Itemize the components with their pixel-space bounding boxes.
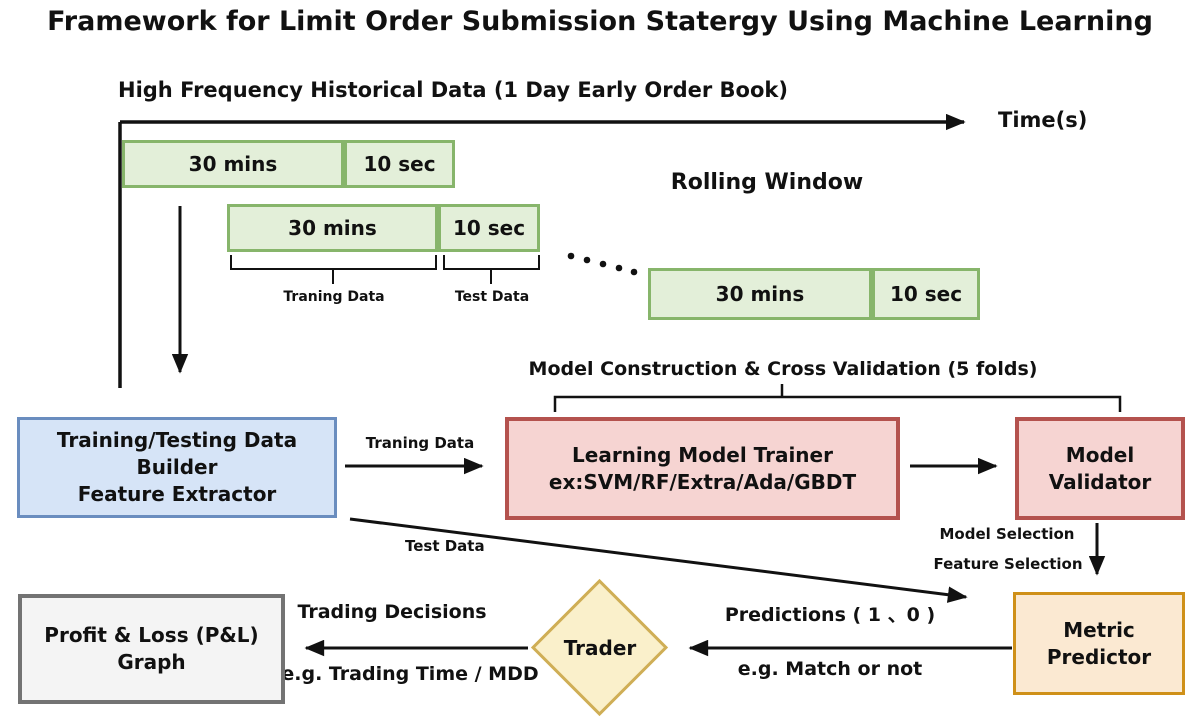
predictions-label: Predictions ( 1 、0 ) xyxy=(724,604,936,626)
trading-time-label: e.g. Trading Time / MDD xyxy=(281,663,539,685)
window2-test-cell: 10 sec xyxy=(438,204,540,252)
trader-label: Trader xyxy=(563,636,637,660)
timeline-title: High Frequency Historical Data (1 Day Ea… xyxy=(118,78,788,102)
data-builder-line1: Training/Testing Data Builder xyxy=(56,428,298,479)
model-trainer-line1: Learning Model Trainer xyxy=(572,442,833,467)
test-brace xyxy=(443,255,540,270)
match-or-not-label: e.g. Match or not xyxy=(737,658,923,680)
model-validator-line2: Validator xyxy=(1048,469,1152,494)
model-trainer-box: Learning Model Trainer ex:SVM/RF/Extra/A… xyxy=(505,417,900,520)
model-trainer-line2: ex:SVM/RF/Extra/Ada/GBDT xyxy=(548,469,857,494)
test-data-edge-label: Test Data xyxy=(405,537,485,555)
rolling-window-label: Rolling Window xyxy=(670,170,864,195)
window3-train-cell: 30 mins xyxy=(648,268,872,320)
training-brace-label: Traning Data xyxy=(283,289,385,305)
training-brace xyxy=(230,255,437,270)
window1-test-cell: 10 sec xyxy=(344,140,455,188)
window2-test-label: 10 sec xyxy=(452,216,526,240)
metric-predictor-line1: Metric xyxy=(1063,617,1135,642)
cv-bracket xyxy=(553,395,1122,412)
data-builder-line2: Feature Extractor xyxy=(77,482,277,506)
arrow-testdata-to-metric xyxy=(349,517,968,603)
metric-predictor-line2: Predictor xyxy=(1046,644,1152,669)
window1-train-cell: 30 mins xyxy=(122,140,344,188)
pnl-box: Profit & Loss (P&L) Graph xyxy=(18,594,285,704)
page-title: Framework for Limit Order Submission Sta… xyxy=(47,6,1153,37)
model-validator-box: Model Validator xyxy=(1015,417,1185,520)
test-brace-tick xyxy=(490,270,492,284)
metric-predictor-box: Metric Predictor xyxy=(1013,592,1185,695)
data-builder-box: Training/Testing Data Builder Feature Ex… xyxy=(17,417,337,518)
test-brace-label: Test Data xyxy=(454,289,530,305)
window2-train-cell: 30 mins xyxy=(227,204,438,252)
cross-validation-label: Model Construction & Cross Validation (5… xyxy=(528,358,1038,380)
time-axis-label: Time(s) xyxy=(998,108,1088,132)
pnl-line1: Profit & Loss (P&L) xyxy=(44,623,259,647)
traning-data-edge-label: Traning Data xyxy=(365,434,475,452)
model-validator-line1: Model xyxy=(1065,442,1135,467)
window3-test-label: 10 sec xyxy=(889,282,963,306)
window3-test-cell: 10 sec xyxy=(872,268,980,320)
training-brace-tick xyxy=(332,270,334,284)
window1-test-label: 10 sec xyxy=(363,152,436,176)
pnl-line2: Graph xyxy=(117,650,186,674)
window2-train-label: 30 mins xyxy=(288,216,377,240)
trading-decisions-label: Trading Decisions xyxy=(297,601,487,623)
model-selection-label: Model Selection xyxy=(939,525,1075,543)
window3-train-label: 30 mins xyxy=(715,282,805,306)
ellipsis-dots xyxy=(567,252,638,276)
feature-selection-label: Feature Selection xyxy=(933,555,1083,573)
window1-train-label: 30 mins xyxy=(188,152,278,176)
